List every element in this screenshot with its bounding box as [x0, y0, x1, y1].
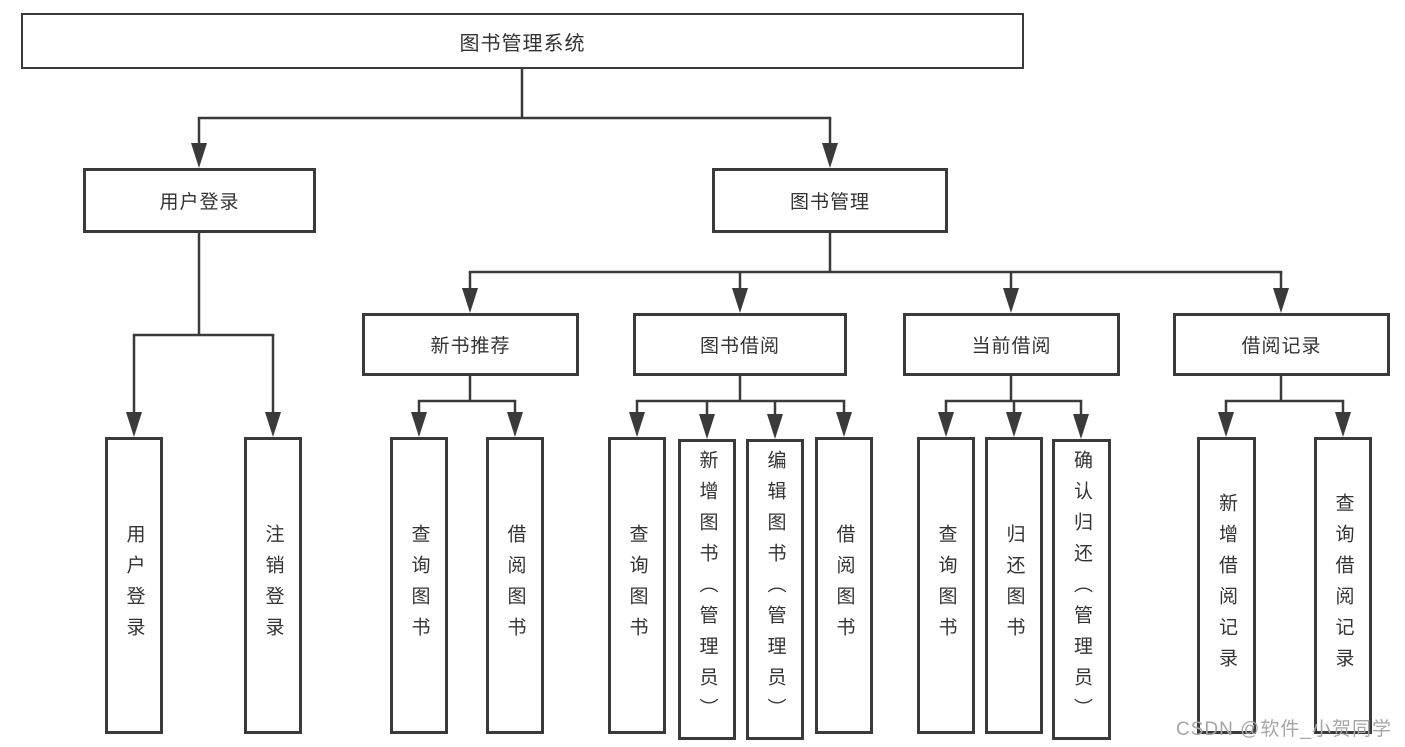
leaf-return-books: 归还图书 — [985, 437, 1043, 734]
node-current-borrowing: 当前借阅 — [903, 313, 1120, 376]
node-borrowing-records: 借阅记录 — [1173, 313, 1390, 376]
leaf-borrow-books-2: 借阅图书 — [815, 437, 873, 734]
node-library-management-system: 图书管理系统 — [21, 13, 1024, 69]
leaf-add-borrow-record: 新增借阅记录 — [1197, 437, 1256, 734]
leaf-user-login: 用户登录 — [105, 437, 163, 734]
csdn-watermark: CSDN @软件_小贺同学 — [1176, 719, 1392, 740]
leaf-borrow-books: 借阅图书 — [486, 437, 544, 734]
leaf-query-books: 查询图书 — [390, 437, 448, 734]
leaf-edit-book-admin: 编辑图书（管理员） — [746, 439, 804, 740]
leaf-query-books-borrow: 查询图书 — [608, 437, 666, 734]
leaf-query-borrow-record: 查询借阅记录 — [1314, 437, 1372, 734]
node-user-login: 用户登录 — [83, 168, 316, 233]
leaf-query-books-current: 查询图书 — [917, 437, 975, 734]
leaf-logout: 注销登录 — [244, 437, 302, 734]
leaf-confirm-return-admin: 确认归还（管理员） — [1052, 439, 1111, 740]
node-book-borrowing: 图书借阅 — [633, 313, 847, 376]
node-book-management: 图书管理 — [712, 168, 948, 233]
leaf-add-book-admin: 新增图书（管理员） — [678, 439, 736, 740]
node-new-book-recommend: 新书推荐 — [362, 313, 579, 376]
